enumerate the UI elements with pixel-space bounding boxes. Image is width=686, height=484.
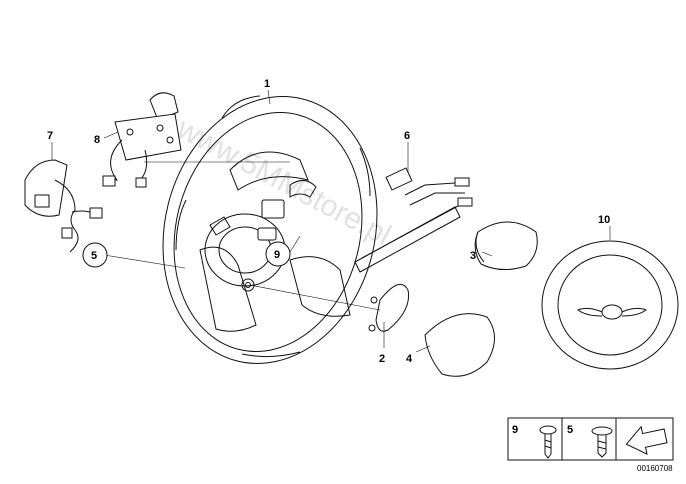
screw-a-icon <box>539 425 557 459</box>
callout-5: 5 <box>91 250 97 262</box>
legend-label-9: 9 <box>512 424 518 436</box>
side-cover-lower <box>424 313 495 377</box>
callout-4: 4 <box>406 353 413 365</box>
callout-2: 2 <box>379 353 385 365</box>
document-number: 00160708 <box>637 464 673 473</box>
callout-7: 7 <box>47 130 53 142</box>
switch-module-right <box>102 92 182 188</box>
direction-arrow-icon <box>625 425 668 456</box>
airbag-module <box>541 240 679 370</box>
switch-module-left <box>24 159 103 253</box>
watermark-text: www.5MMstore.pl <box>171 112 396 253</box>
leader-lines <box>51 89 611 353</box>
callout-8: 8 <box>94 134 100 146</box>
callout-5-circle <box>82 242 108 268</box>
side-cover-small <box>368 283 410 332</box>
screw-b-icon <box>591 426 613 458</box>
callout-9: 9 <box>274 249 280 261</box>
mini-wings-emblem <box>576 304 648 320</box>
callout-1: 1 <box>264 78 270 90</box>
legend-label-5: 5 <box>567 424 573 436</box>
wiring-harness <box>354 167 473 273</box>
trim-cover-upper <box>474 221 538 270</box>
callout-3: 3 <box>470 250 476 262</box>
callout-9-circle <box>265 241 291 267</box>
callout-6: 6 <box>404 130 410 142</box>
fastener-legend: 9 5 <box>507 417 674 461</box>
callout-10: 10 <box>598 214 610 226</box>
